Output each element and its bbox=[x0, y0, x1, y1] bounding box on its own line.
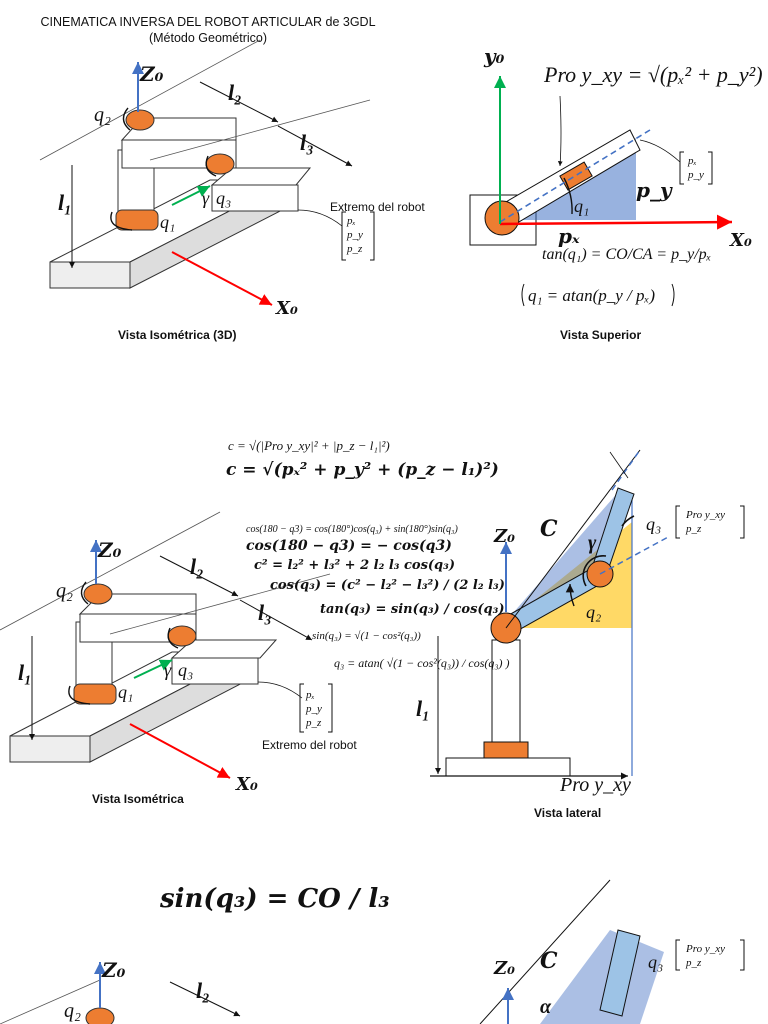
p4-vec-proy: Pro y_xy bbox=[686, 509, 725, 521]
p3-z-axis-label: Z₀ bbox=[98, 538, 122, 562]
p4-cos-small-eq: cos(180 − q3) = cos(180°)cos(q₃) + sin(1… bbox=[246, 524, 458, 535]
p5-sin-eq: sin(q₃) = CO / l₃ bbox=[160, 884, 390, 914]
p4-q2-label: q₂ bbox=[586, 602, 602, 622]
panel2-topview bbox=[469, 76, 733, 307]
panel3-robot bbox=[0, 511, 333, 779]
p4-cos-big-eq: cos(180 − q3) = − cos(q3) bbox=[246, 538, 452, 554]
p4-sinq3-eq: sin(q₃) = √(1 − cos²(q₃)) bbox=[312, 630, 421, 642]
p4-c-label: C bbox=[540, 516, 558, 542]
p2-q1-label: q₁ bbox=[574, 196, 590, 216]
p3-pvec-y: p_y bbox=[306, 703, 322, 715]
p4-vec: Pro y_xy p_z bbox=[686, 508, 725, 536]
p5-vec-proy: Pro y_xy bbox=[686, 943, 725, 955]
p3-l3-label: l₃ bbox=[258, 600, 272, 625]
p3-caption: Vista Isométrica bbox=[92, 792, 184, 806]
p4-cosq3-eq: cos(q₃) = (c² − l₂² − l₃²) / (2 l₂ l₃) bbox=[270, 578, 505, 593]
p1-pvec-x: pₓ bbox=[347, 215, 356, 227]
p5-l2-label: l₂ bbox=[196, 978, 210, 1003]
p4-tanq3-eq: tan(q₃) = sin(q₃) / cos(q₃) bbox=[320, 602, 505, 617]
p4-q3-eq: q₃ = atan( √(1 − cos²(q₃)) / cos(q₃) ) bbox=[334, 656, 510, 670]
p1-caption: Vista Isométrica (3D) bbox=[118, 328, 237, 342]
p4-c-small-eq: c = √(|Pro y_xy|² + |p_z − l₁|²) bbox=[228, 438, 390, 453]
p4-l1-label: l₁ bbox=[416, 696, 430, 721]
p4-c2-eq: c² = l₂² + l₃² + 2 l₂ l₃ cos(q₃) bbox=[254, 558, 455, 573]
p5-q3-label: q₃ bbox=[648, 952, 664, 972]
p2-proy-eq: Pro y_xy = √(pₓ² + p_y²) bbox=[544, 62, 763, 87]
p2-pvec-y: p_y bbox=[688, 169, 704, 181]
panel4-sideview bbox=[430, 449, 745, 780]
p3-gamma-label: γ bbox=[164, 660, 172, 680]
p4-vec-pz: p_z bbox=[686, 523, 702, 535]
p1-q1-label: q₁ bbox=[160, 212, 176, 232]
p4-gamma-label: γ bbox=[588, 532, 597, 554]
p4-proy-label: Pro y_xy bbox=[560, 774, 631, 796]
page-title: CINEMATICA INVERSA DEL ROBOT ARTICULAR d… bbox=[40, 15, 376, 45]
p2-pvec: pₓ p_y bbox=[688, 154, 704, 182]
p3-pvec-z: p_z bbox=[306, 717, 322, 729]
p3-pvec-x: pₓ bbox=[306, 689, 315, 701]
p4-q3-label: q₃ bbox=[646, 514, 662, 534]
p5-z-axis-label: Z₀ bbox=[102, 958, 126, 982]
p3-extremo-label: Extremo del robot bbox=[262, 738, 357, 752]
p1-q2-label: q₂ bbox=[94, 104, 111, 126]
p1-l2-label: l₂ bbox=[228, 80, 242, 105]
p2-x-axis-label: X₀ bbox=[730, 230, 752, 251]
p3-l2-label: l₂ bbox=[190, 554, 204, 579]
p4-caption: Vista lateral bbox=[534, 806, 602, 820]
p4-z-axis-label: Z₀ bbox=[494, 526, 516, 547]
p1-q3-label: q₃ bbox=[216, 188, 232, 208]
p5-q2-label: q₂ bbox=[64, 1000, 81, 1022]
p1-pvec: pₓ p_y p_z bbox=[347, 214, 363, 256]
p1-x-axis-label: X₀ bbox=[276, 298, 298, 319]
p5-c-label: C bbox=[540, 948, 558, 974]
p3-pvec: pₓ p_y p_z bbox=[306, 688, 322, 730]
p2-py-label: p_y bbox=[636, 178, 672, 202]
p4-c-big-eq: c = √(pₓ² + p_y² + (p_z − l₁)²) bbox=[226, 460, 499, 480]
panel5-partial bbox=[0, 879, 745, 1024]
p1-pvec-z: p_z bbox=[347, 243, 363, 255]
p1-z-axis-label: Z₀ bbox=[140, 62, 164, 86]
p2-caption: Vista Superior bbox=[560, 328, 642, 342]
p2-tan-eq: tan(q₁) = CO/CA = p_y/pₓ bbox=[542, 246, 712, 263]
p5-z-axis-label-2: Z₀ bbox=[494, 958, 516, 979]
p1-l3-label: l₃ bbox=[300, 130, 314, 155]
p1-l1-label: l₁ bbox=[58, 190, 72, 215]
p3-q2-label: q₂ bbox=[56, 580, 73, 602]
p1-pvec-y: p_y bbox=[347, 229, 363, 241]
p2-px-label: pₓ bbox=[558, 224, 580, 248]
p2-q1-eq: q₁ = atan(p_y / pₓ) bbox=[528, 286, 656, 305]
p1-gamma-label: γ bbox=[202, 188, 210, 208]
p5-vec-pz: p_z bbox=[686, 957, 702, 969]
p3-l1-label: l₁ bbox=[18, 660, 32, 685]
p5-vec: Pro y_xy p_z bbox=[686, 942, 725, 970]
p3-x-axis-label: X₀ bbox=[236, 774, 258, 795]
p3-q3-label: q₃ bbox=[178, 660, 194, 680]
p5-alpha-label: α bbox=[540, 996, 552, 1018]
p1-extremo-label: Extremo del robot bbox=[330, 200, 425, 214]
panel1-robot bbox=[39, 39, 375, 306]
p2-y-axis-label: y₀ bbox=[484, 44, 505, 68]
p2-pvec-x: pₓ bbox=[688, 155, 697, 167]
p3-q1-label: q₁ bbox=[118, 682, 134, 702]
